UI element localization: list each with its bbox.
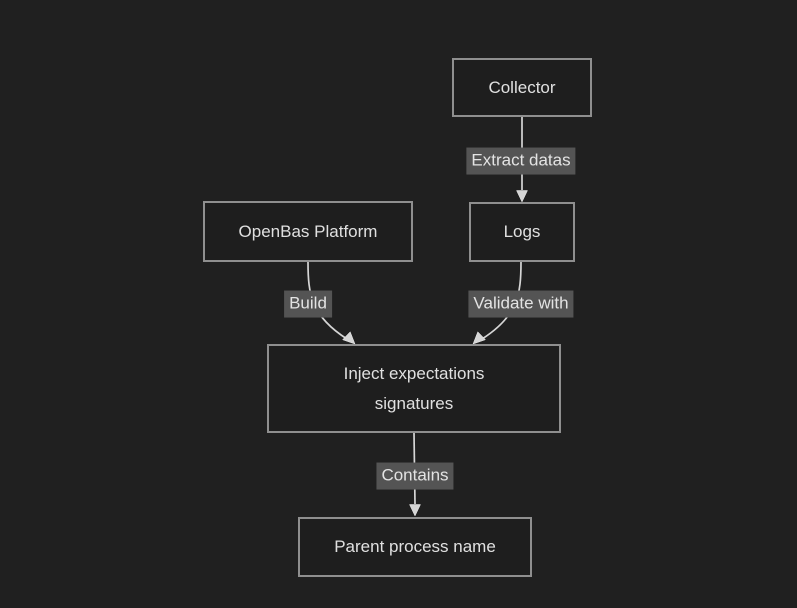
node-label: Inject expectations signatures (343, 363, 485, 413)
node-label: Parent process name (334, 537, 496, 556)
node-collector: Collector (452, 58, 592, 117)
node-inject-expectations-signatures: Inject expectations signatures (267, 344, 561, 433)
edge-label-extract-datas: Extract datas (466, 147, 576, 175)
arrowhead-down-left-icon (472, 331, 486, 345)
edge-label-validate-with: Validate with (468, 290, 574, 318)
arrowhead-down-icon (516, 190, 528, 203)
node-openbas-platform: OpenBas Platform (203, 201, 413, 262)
node-logs: Logs (469, 202, 575, 262)
node-label: Collector (488, 77, 556, 97)
node-label: OpenBas Platform (238, 221, 378, 241)
node-parent-process-name: Parent process name (298, 517, 532, 577)
arrowhead-down-right-icon (342, 331, 356, 345)
edge-label-build: Build (284, 290, 332, 318)
edge-label-contains: Contains (376, 462, 454, 490)
arrowhead-down-icon (409, 504, 421, 517)
node-label: Logs (503, 222, 541, 241)
